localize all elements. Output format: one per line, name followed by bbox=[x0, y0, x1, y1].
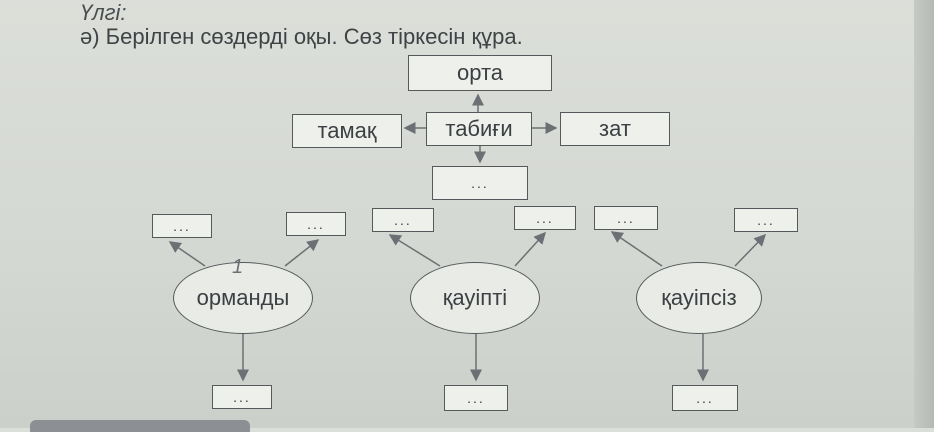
answer-blank-bottom[interactable]: ... bbox=[432, 166, 528, 200]
oval2-blank-right[interactable]: ... bbox=[514, 206, 576, 230]
oval1-blank-left[interactable]: ... bbox=[152, 214, 212, 238]
oval2-blank-bottom[interactable]: ... bbox=[444, 385, 508, 411]
oval1-blank-right[interactable]: ... bbox=[286, 212, 346, 236]
oval3-blank-right[interactable]: ... bbox=[734, 208, 798, 232]
word-oval-kauipti: қауіпті bbox=[410, 262, 540, 334]
oval3-blank-bottom[interactable]: ... bbox=[672, 385, 738, 411]
oval2-arrow-right bbox=[514, 231, 547, 267]
oval3-arrow-left bbox=[610, 231, 663, 267]
word-box-top: орта bbox=[408, 55, 552, 91]
oval2-blank-left[interactable]: ... bbox=[372, 208, 434, 232]
oval3-blank-left[interactable]: ... bbox=[594, 206, 658, 230]
example-heading: Үлгі: bbox=[80, 0, 127, 25]
word-oval-kauipsiz: қауіпсіз bbox=[636, 262, 762, 334]
word-oval-ormandy: орманды bbox=[173, 262, 313, 334]
word-box-left: тамақ bbox=[292, 114, 402, 148]
oval1-arrow-left bbox=[168, 241, 206, 267]
word-box-right: зат bbox=[560, 112, 670, 146]
oval1-blank-bottom[interactable]: ... bbox=[212, 385, 272, 409]
oval3-arrow-right bbox=[734, 233, 767, 267]
task-instruction: ә) Берілген сөздерді оқы. Сөз тіркесін қ… bbox=[80, 24, 523, 49]
oval1-arrow-right bbox=[284, 239, 320, 267]
center-word-box: табиғи bbox=[426, 112, 532, 146]
oval2-arrow-left bbox=[388, 234, 441, 267]
handwritten-note: 1 bbox=[232, 256, 244, 278]
page-edge bbox=[914, 0, 934, 428]
